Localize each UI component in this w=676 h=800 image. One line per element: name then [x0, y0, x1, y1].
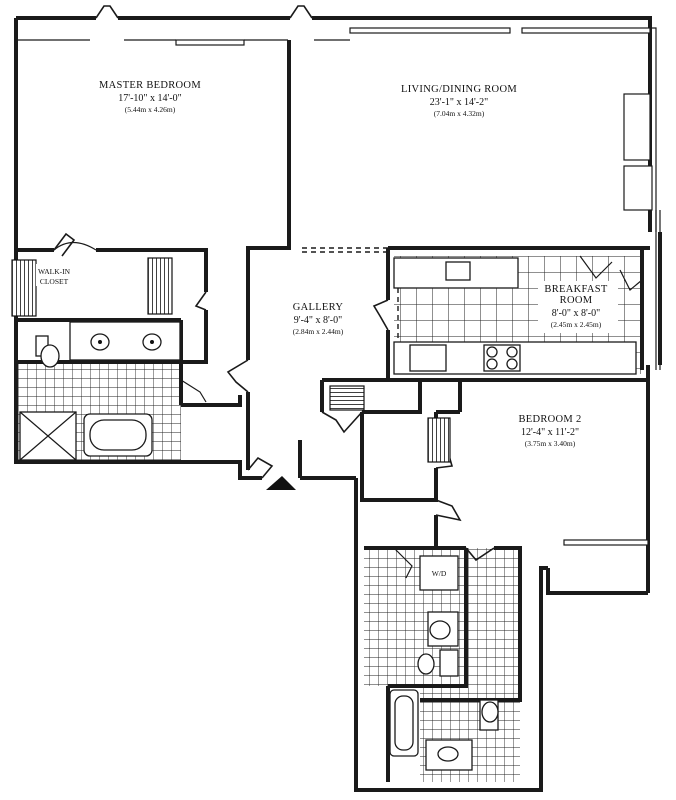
bedroom2-metric: (3.75m x 3.40m) — [525, 439, 576, 448]
master-bedroom-name: MASTER BEDROOM — [99, 80, 201, 91]
doors — [53, 232, 643, 579]
label-washer-dryer: W/D — [432, 569, 447, 578]
second-bath-fixtures — [389, 555, 499, 771]
entry-triangle-icon — [266, 476, 296, 490]
master-bedroom-metric: (5.44m x 4.26m) — [125, 105, 176, 114]
bedroom2-name: BEDROOM 2 — [518, 414, 581, 425]
gallery-metric: (2.84m x 2.44m) — [293, 327, 344, 336]
living-dining-name: LIVING/DINING ROOM — [401, 84, 517, 95]
master-bedroom-dims: 17'-10" x 14'-0" — [118, 93, 181, 104]
label-breakfast: BREAKFAST ROOM 8'-0" x 8'-0" (2.45m x 2.… — [538, 281, 618, 333]
walk-in-label-1: WALK-IN — [38, 267, 71, 276]
label-gallery: GALLERY 9'-4" x 8'-0" (2.84m x 2.44m) — [293, 302, 344, 336]
top-windows — [16, 5, 657, 232]
living-dining-dims: 23'-1" x 14'-2" — [430, 97, 488, 108]
breakfast-name-1: BREAKFAST — [544, 284, 607, 295]
washer-dryer-label: W/D — [432, 569, 447, 578]
walk-in-label-2: CLOSET — [40, 277, 69, 286]
closets — [11, 257, 451, 463]
label-bedroom2: BEDROOM 2 12'-4" x 11'-2" (3.75m x 3.40m… — [518, 414, 581, 448]
label-master-bedroom: MASTER BEDROOM 17'-10" x 14'-0" (5.44m x… — [99, 80, 201, 114]
label-walk-in-closet: WALK-IN CLOSET — [36, 264, 72, 286]
master-bath-fixtures — [19, 321, 181, 461]
living-dining-metric: (7.04m x 4.32m) — [434, 109, 485, 118]
label-living-dining: LIVING/DINING ROOM 23'-1" x 14'-2" (7.04… — [401, 84, 517, 118]
kitchen-fixtures — [393, 257, 637, 375]
breakfast-name-2: ROOM — [560, 295, 593, 306]
gallery-name: GALLERY — [293, 302, 344, 313]
gallery-dims: 9'-4" x 8'-0" — [294, 315, 342, 326]
bedroom2-dims: 12'-4" x 11'-2" — [521, 427, 579, 438]
breakfast-metric: (2.45m x 2.45m) — [551, 320, 602, 329]
breakfast-dims: 8'-0" x 8'-0" — [552, 308, 600, 319]
living-right-windows — [563, 93, 661, 546]
